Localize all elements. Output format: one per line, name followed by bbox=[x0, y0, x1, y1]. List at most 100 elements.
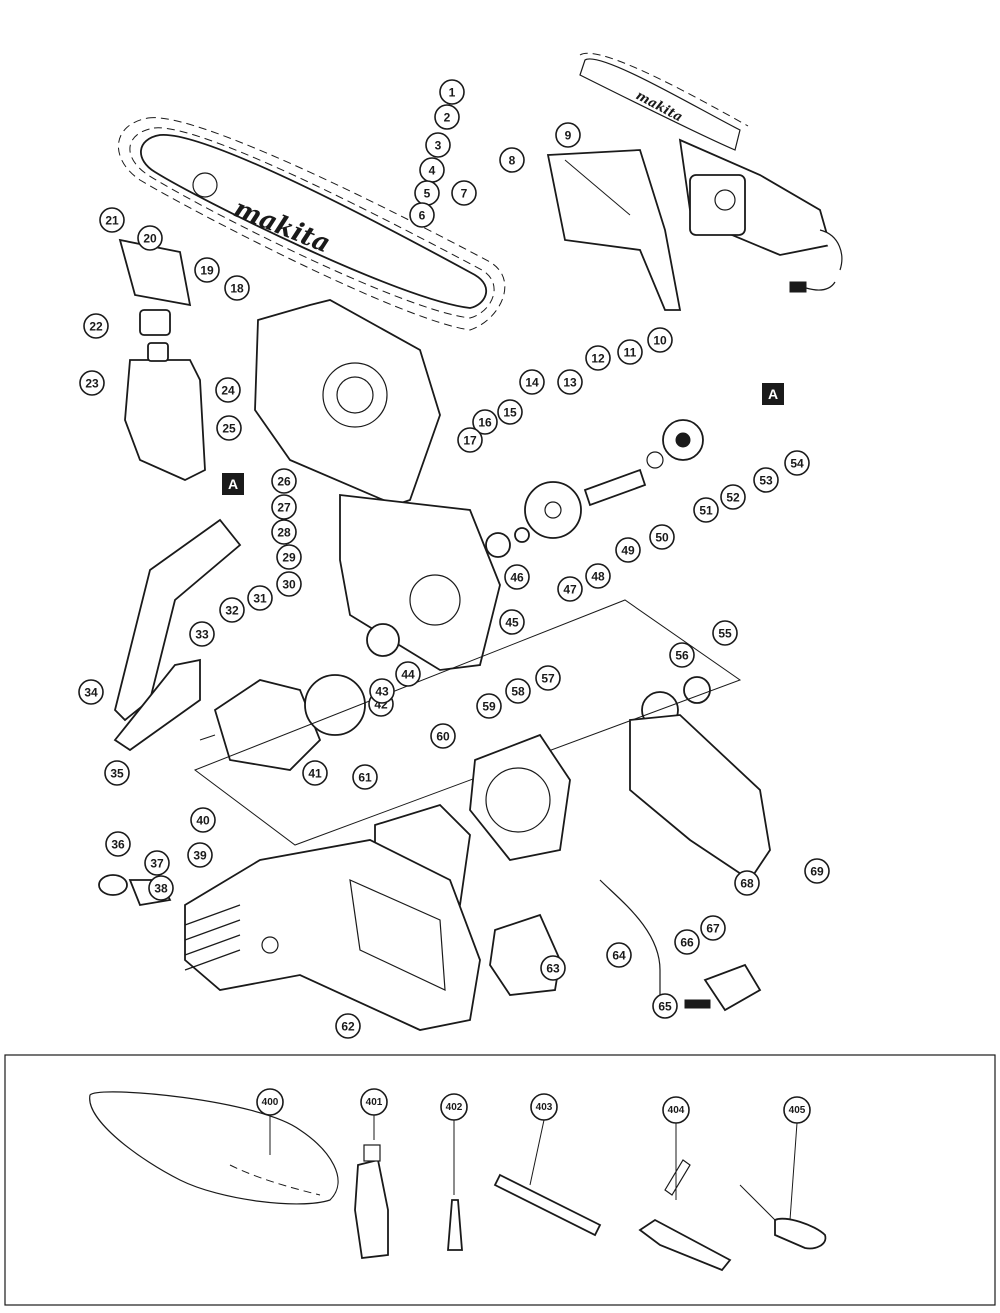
accessory-label: 401 bbox=[366, 1097, 383, 1108]
handle-cover bbox=[629, 714, 771, 882]
callout-50: 50 bbox=[649, 524, 675, 550]
callout-11: 11 bbox=[617, 339, 643, 365]
callout-label: 19 bbox=[200, 264, 214, 278]
callout-label: 36 bbox=[111, 838, 125, 852]
svg-text:A: A bbox=[768, 386, 778, 402]
callout-label: 62 bbox=[341, 1020, 355, 1034]
callout-label: 51 bbox=[699, 504, 713, 518]
callout-label: 49 bbox=[621, 544, 635, 558]
callout-label: 5 bbox=[424, 187, 431, 201]
callout-30: 30 bbox=[276, 571, 302, 597]
callout-54: 54 bbox=[784, 450, 810, 476]
callout-28: 28 bbox=[271, 519, 297, 545]
callout-5: 5 bbox=[414, 180, 440, 206]
callout-label: 37 bbox=[150, 857, 164, 871]
callout-9: 9 bbox=[555, 122, 581, 148]
callout-56: 56 bbox=[669, 642, 695, 668]
callout-35: 35 bbox=[104, 760, 130, 786]
callout-10: 10 bbox=[647, 327, 673, 353]
accessory-label: 404 bbox=[668, 1105, 685, 1116]
front-handle bbox=[114, 518, 242, 722]
round-file bbox=[493, 1173, 602, 1237]
callout-label: 13 bbox=[563, 376, 577, 390]
callout-14: 14 bbox=[519, 369, 545, 395]
oil-bottle bbox=[354, 1158, 389, 1259]
callout-62: 62 bbox=[335, 1013, 361, 1039]
callout-label: 6 bbox=[419, 209, 426, 223]
accessory-callout-405: 405 bbox=[783, 1096, 811, 1124]
callout-label: 58 bbox=[511, 685, 525, 699]
switch-assembly bbox=[489, 913, 561, 996]
callout-65: 65 bbox=[652, 993, 678, 1019]
callout-44: 44 bbox=[395, 661, 421, 687]
callout-label: 40 bbox=[196, 814, 210, 828]
callout-17: 17 bbox=[457, 427, 483, 453]
callout-label: 8 bbox=[509, 154, 516, 168]
callout-label: 65 bbox=[658, 1000, 672, 1014]
callout-47: 47 bbox=[557, 576, 583, 602]
callout-26: 26 bbox=[271, 468, 297, 494]
callout-label: 25 bbox=[222, 422, 236, 436]
callout-6: 6 bbox=[409, 202, 435, 228]
svg-text:A: A bbox=[228, 476, 238, 492]
callout-7: 7 bbox=[451, 180, 477, 206]
callout-label: 26 bbox=[277, 475, 291, 489]
callout-label: 43 bbox=[375, 685, 389, 699]
reference-marker-a-1: A bbox=[222, 473, 244, 495]
callout-label: 44 bbox=[401, 668, 415, 682]
callout-label: 7 bbox=[461, 187, 468, 201]
bracket bbox=[118, 238, 192, 307]
callout-label: 9 bbox=[565, 129, 572, 143]
callout-label: 35 bbox=[110, 767, 124, 781]
callout-label: 23 bbox=[85, 377, 99, 391]
callout-label: 1 bbox=[449, 86, 456, 100]
callout-38: 38 bbox=[148, 875, 174, 901]
callout-label: 41 bbox=[308, 767, 322, 781]
callout-label: 20 bbox=[143, 232, 157, 246]
chain-cover bbox=[546, 149, 682, 311]
saw-chain bbox=[89, 1091, 339, 1205]
callout-29: 29 bbox=[276, 544, 302, 570]
callout-label: 30 bbox=[282, 578, 296, 592]
callout-20: 20 bbox=[137, 225, 163, 251]
callout-label: 53 bbox=[759, 474, 773, 488]
accessory-label: 402 bbox=[446, 1102, 463, 1113]
callout-63: 63 bbox=[540, 955, 566, 981]
callout-label: 32 bbox=[225, 604, 239, 618]
callout-label: 60 bbox=[436, 730, 450, 744]
callout-label: 39 bbox=[193, 849, 207, 863]
accessory-label: 405 bbox=[789, 1105, 806, 1116]
callout-23: 23 bbox=[79, 370, 105, 396]
callout-label: 69 bbox=[810, 865, 824, 879]
callout-label: 64 bbox=[612, 949, 626, 963]
accessory-label: 403 bbox=[536, 1102, 553, 1113]
callout-label: 38 bbox=[154, 882, 168, 896]
callout-68: 68 bbox=[734, 870, 760, 896]
callout-52: 52 bbox=[720, 484, 746, 510]
callout-label: 66 bbox=[680, 936, 694, 950]
shaft bbox=[583, 468, 647, 507]
callout-8: 8 bbox=[499, 147, 525, 173]
callout-53: 53 bbox=[753, 467, 779, 493]
callout-13: 13 bbox=[557, 369, 583, 395]
callout-37: 37 bbox=[144, 850, 170, 876]
armature bbox=[199, 674, 366, 771]
callout-label: 33 bbox=[195, 628, 209, 642]
callout-label: 56 bbox=[675, 649, 689, 663]
callout-label: 52 bbox=[726, 491, 740, 505]
callout-label: 54 bbox=[790, 457, 804, 471]
callout-64: 64 bbox=[606, 942, 632, 968]
callout-label: 21 bbox=[105, 214, 119, 228]
box-wrench bbox=[638, 1218, 732, 1272]
accessory-callout-402: 402 bbox=[440, 1093, 468, 1121]
accessory-callout-401: 401 bbox=[360, 1088, 388, 1116]
reference-marker-a-2: A bbox=[762, 383, 784, 405]
power-plug bbox=[703, 963, 762, 1012]
callout-16: 16 bbox=[472, 409, 498, 435]
callout-51: 51 bbox=[693, 497, 719, 523]
callout-label: 2 bbox=[444, 111, 451, 125]
